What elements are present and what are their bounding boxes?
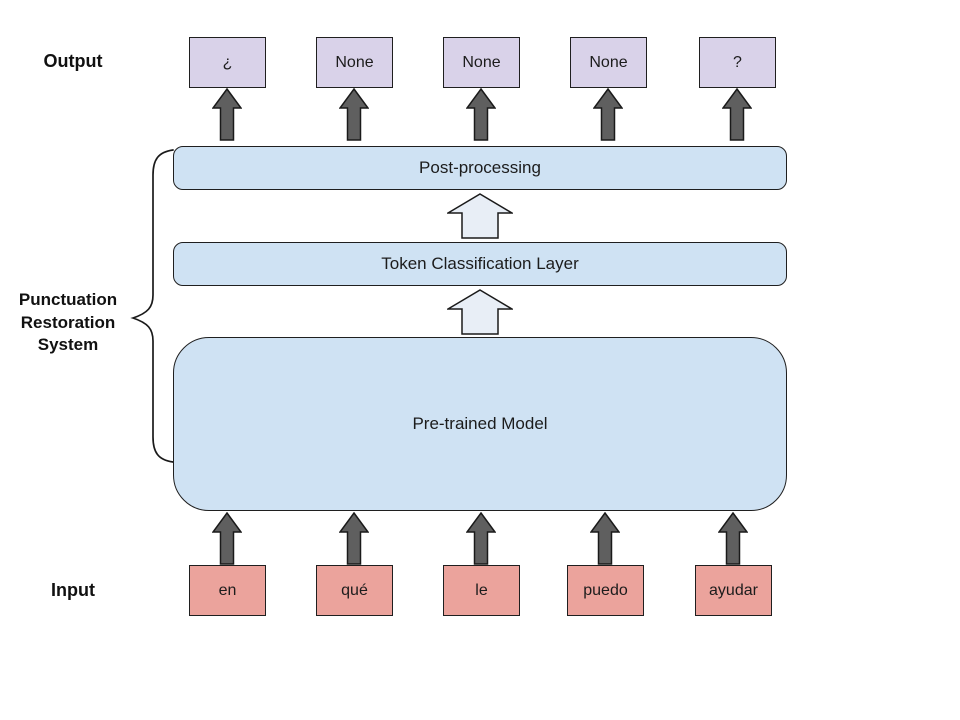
input-token-box: puedo xyxy=(567,565,644,616)
output-token-box: None xyxy=(443,37,520,88)
up-arrow-icon xyxy=(339,512,369,565)
hollow-up-arrow-icon xyxy=(447,193,513,239)
up-arrow-icon xyxy=(718,512,748,565)
up-arrow-icon xyxy=(590,512,620,565)
system-label-line2: Restoration xyxy=(20,312,116,332)
input-token-box: le xyxy=(443,565,520,616)
output-token-box: ? xyxy=(699,37,776,88)
up-arrow-icon xyxy=(466,512,496,565)
system-label-line3: System xyxy=(37,335,99,354)
output-token-box: None xyxy=(316,37,393,88)
input-token-box: en xyxy=(189,565,266,616)
up-arrow-icon xyxy=(593,88,623,141)
system-label-line1: Punctuation xyxy=(18,290,118,309)
input-token-box: ayudar xyxy=(695,565,772,616)
pretrained-model-box: Pre-trained Model xyxy=(173,337,787,511)
token-classification-box: Token Classification Layer xyxy=(173,242,787,286)
up-arrow-icon xyxy=(212,512,242,565)
left-curly-brace-icon xyxy=(130,149,174,463)
up-arrow-icon xyxy=(466,88,496,141)
output-token-box: None xyxy=(570,37,647,88)
up-arrow-icon xyxy=(722,88,752,141)
up-arrow-icon xyxy=(212,88,242,141)
input-label: Input xyxy=(51,580,95,600)
up-arrow-icon xyxy=(339,88,369,141)
output-label: Output xyxy=(43,51,103,71)
hollow-up-arrow-icon xyxy=(447,289,513,335)
input-token-box: qué xyxy=(316,565,393,616)
output-token-box: ¿ xyxy=(189,37,266,88)
system-label: Punctuation Restoration System xyxy=(6,289,130,357)
post-processing-box: Post-processing xyxy=(173,146,787,190)
